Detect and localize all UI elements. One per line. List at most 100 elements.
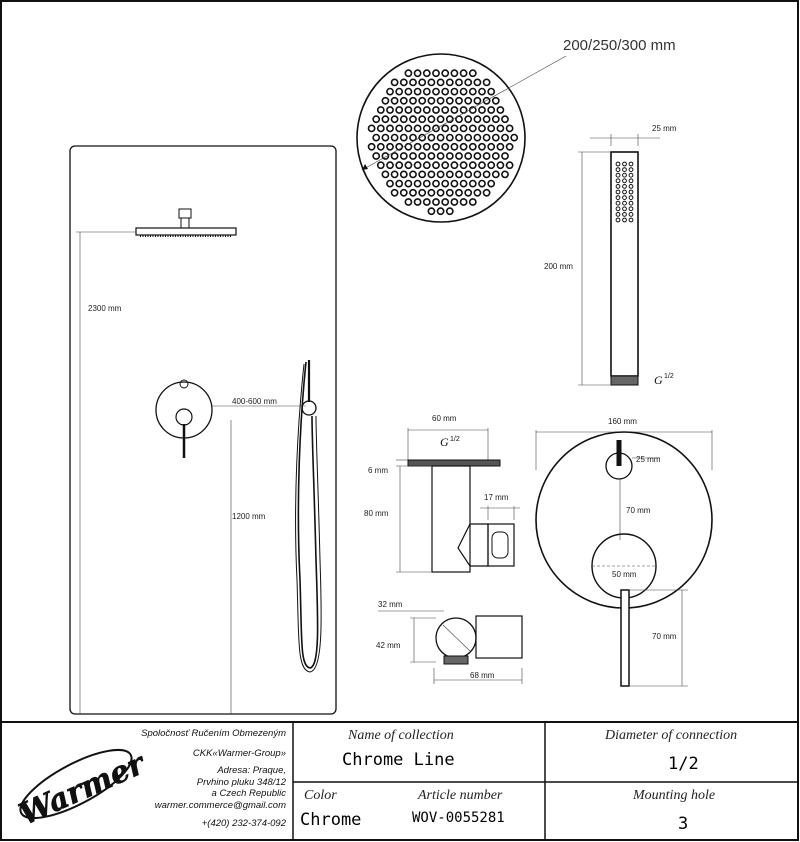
nozzle: [455, 188, 463, 197]
hand-length-label: 200 mm: [544, 262, 573, 271]
nozzle: [468, 69, 477, 78]
nozzle: [436, 133, 445, 142]
nozzle: [386, 87, 394, 96]
nozzle: [455, 78, 463, 87]
knob-large-label: 50 mm: [612, 570, 637, 579]
nozzle: [399, 152, 408, 160]
nozzle: [413, 87, 422, 96]
hand-nozzle: [622, 189, 627, 195]
nozzle: [496, 142, 505, 151]
nozzle: [376, 161, 385, 170]
collection-value: Chrome Line: [342, 750, 455, 770]
nozzle: [491, 152, 500, 160]
nozzle: [395, 179, 404, 188]
hand-nozzle: [622, 167, 627, 173]
nozzle: [399, 170, 408, 179]
nozzle: [491, 96, 500, 105]
nozzle: [427, 133, 436, 142]
article-label: Article number: [418, 788, 503, 803]
nozzle: [372, 152, 381, 160]
nozzle: [455, 170, 463, 179]
nozzle: [441, 69, 450, 78]
article-value: WOV-0055281: [412, 810, 505, 826]
nozzle: [399, 133, 408, 142]
title-block: Spoločnosť Ručením Obmezeným CKK«Warmer-…: [2, 722, 798, 840]
head-diameter-label: 200/250/300 mm: [563, 37, 676, 54]
nozzle: [404, 142, 413, 151]
nozzle: [496, 106, 505, 114]
nozzle: [409, 115, 417, 124]
nozzle: [418, 170, 427, 179]
shower-arm-detail: 60 mm G 1/2 6 mm 80 mm 17 mm: [364, 414, 520, 573]
arm-plate-label: 6 mm: [368, 466, 388, 475]
nozzle: [450, 124, 459, 133]
hand-nozzle: [622, 217, 627, 223]
nozzle: [473, 170, 482, 179]
hand-thread-label: G: [654, 373, 663, 387]
arm-thread-sup: 1/2: [450, 436, 460, 443]
nozzle: [478, 161, 486, 170]
nozzle: [441, 161, 450, 170]
nozzle: [450, 106, 459, 114]
nozzle: [491, 115, 500, 124]
nozzle: [390, 96, 399, 105]
knob-spacing-label: 70 mm: [626, 506, 651, 515]
nozzle: [427, 207, 436, 216]
nozzle: [432, 179, 440, 188]
nozzle: [386, 179, 394, 188]
nozzle: [496, 124, 505, 133]
nozzle: [376, 142, 385, 151]
hand-width-label: 25 mm: [652, 124, 677, 133]
nozzle: [413, 198, 422, 206]
nozzle: [395, 161, 404, 170]
nozzle: [510, 133, 519, 142]
nozzle: [427, 115, 436, 124]
hand-nozzle: [628, 184, 634, 189]
nozzle: [505, 124, 514, 133]
nozzle: [381, 115, 390, 124]
nozzle: [464, 115, 473, 124]
nozzle: [427, 170, 436, 179]
nozzle: [372, 133, 381, 142]
nozzle: [399, 115, 408, 124]
warmer-logo: Warmer: [14, 745, 146, 833]
nozzle: [441, 106, 450, 114]
nozzle: [459, 198, 468, 206]
nozzle: [390, 133, 399, 142]
nozzle: [390, 152, 399, 160]
company-address-block: Spoločnosť Ručením Obmezeným CKK«Warmer-…: [141, 728, 286, 829]
nozzle: [399, 188, 408, 197]
nozzle: [468, 87, 477, 96]
nozzle: [450, 179, 459, 188]
nozzle: [455, 152, 463, 160]
hand-nozzle: [628, 200, 634, 206]
company-phone: +(420) 232-374-092: [201, 817, 286, 829]
hand-nozzle: [615, 184, 621, 189]
nozzle: [482, 96, 491, 105]
nozzle: [409, 152, 417, 160]
nozzle: [404, 69, 413, 78]
nozzle: [459, 179, 468, 188]
hand-shower-hose: [295, 360, 322, 673]
hand-nozzle: [628, 172, 634, 178]
nozzle: [404, 198, 413, 206]
nozzle: [432, 87, 440, 96]
company-info: Spoločnosť Ručením Obmezeným CKK«Warmer-…: [6, 726, 290, 836]
lever-length-label: 70 mm: [652, 632, 677, 641]
nozzle: [491, 133, 500, 142]
nozzle: [413, 124, 422, 133]
hand-nozzle: [615, 217, 621, 223]
nozzle: [487, 142, 496, 151]
hand-nozzle: [628, 161, 634, 167]
nozzle: [464, 188, 473, 197]
nozzle: [422, 142, 431, 151]
holder-width-label: 17 mm: [484, 493, 509, 502]
nozzle: [390, 78, 399, 87]
nozzle: [482, 170, 491, 179]
nozzle-grid: [367, 69, 519, 216]
nozzle: [418, 115, 427, 124]
hand-nozzle: [622, 178, 627, 184]
nozzle: [473, 133, 482, 142]
nozzle: [478, 106, 486, 114]
